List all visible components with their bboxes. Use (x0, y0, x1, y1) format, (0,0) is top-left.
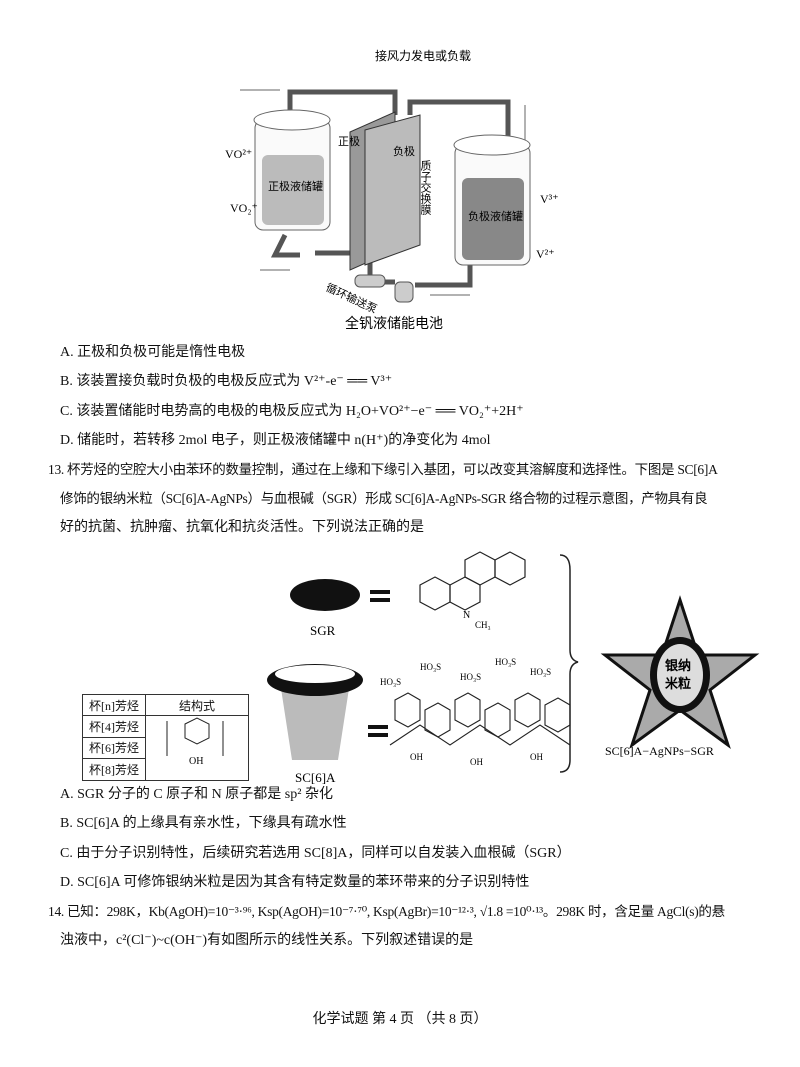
sc6a-label: SC[6]A (295, 770, 336, 785)
nano-label: 米粒 (665, 676, 691, 691)
q12-option-d: D. 储能时，若转移 2mol 电子，则正极液储罐中 n(H⁺)的净变化为 4m… (60, 433, 491, 448)
vanadium-battery-figure: 接风力发电或负载 正极 负极 质子交换膜 正极液储罐 负极液储罐 循环输送泵 V… (225, 48, 559, 332)
nano-label: 银纳 (665, 658, 691, 673)
load-label: 接风力发电或负载 (375, 48, 471, 63)
q14-stem-line: 14. 已知：298K，Kb(AgOH)=10⁻³·⁹⁶, Ksp(AgOH)=… (48, 904, 725, 919)
negative-label: 负极 (393, 144, 415, 158)
figure-caption: 全钒液储能电池 (345, 315, 443, 332)
q12-option-b: B. 该装置接负载时负极的电极反应式为 V²⁺-e⁻ ══ V³⁺ (60, 374, 393, 389)
oh-group: OH (189, 756, 203, 767)
so3h-group: HO₃S (495, 657, 516, 667)
q12-option-a: A. 正极和负极可能是惰性电极 (60, 345, 246, 360)
positive-tank-label: 正极液储罐 (268, 179, 323, 193)
calixarene-table: 杯[n]芳烃结构式 杯[4]芳烃 OH 杯[6]芳烃 杯[8]芳烃 (82, 694, 249, 781)
q13-stem-line: 修饰的银纳米粒（SC[6]A-AgNPs）与血根碱（SGR）形成 SC[6]A-… (60, 491, 708, 506)
q13-option-c: C. 由于分子识别特性，后续研究若选用 SC[8]A，同样可以自发装入血根碱（S… (60, 846, 571, 861)
v3-label: V³⁺ (540, 192, 559, 206)
nanoparticle-star (600, 595, 760, 749)
positive-label: 正极 (338, 134, 360, 148)
oh-group: OH (530, 752, 543, 762)
q13-stem-line: 13. 杯芳烃的空腔大小由苯环的数量控制，通过在上缘和下缘引入基团，可以改变其溶… (48, 462, 718, 477)
q13-stem-line: 好的抗菌、抗肿瘤、抗氧化和抗炎活性。下列说法正确的是 (60, 520, 424, 535)
sc6a-sgr-figure: N CH₃ SGR HO₃S HO₃S HO₃S HO₃S HO₃S OH OH… (267, 551, 760, 785)
page-footer: 化学试题 第 4 页 （共 8 页） (312, 1012, 488, 1027)
negative-tank-label: 负极液储罐 (468, 209, 523, 223)
so3h-group: HO₃S (530, 667, 551, 677)
membrane-label: 质子交换膜 (419, 160, 432, 216)
pump-icon (394, 281, 414, 303)
v2-label: V²⁺ (536, 247, 555, 261)
ch3-group: CH₃ (475, 620, 491, 630)
so3h-group: HO₃S (460, 672, 481, 682)
table-header: 杯[n]芳烃 (82, 694, 146, 716)
oh-group: OH (410, 752, 423, 762)
q13-option-d: D. SC[6]A 可修饰银纳米粒是因为其含有特定数量的苯环带来的分子识别特性 (60, 875, 530, 890)
q12-option-c: C. 该装置储能时电势高的电极的电极反应式为 H₂O+VO²⁺−e⁻ ══ VO… (60, 404, 524, 419)
vo2plus-label: VO₂⁺ (230, 201, 258, 215)
n-atom: N (463, 610, 470, 621)
sgr-label: SGR (310, 623, 336, 638)
brace (559, 554, 579, 773)
sc6a-cone (280, 682, 350, 760)
oh-group: OH (470, 757, 483, 767)
sgr-structure (419, 551, 526, 611)
so3h-group: HO₃S (380, 677, 401, 687)
q13-option-b: B. SC[6]A 的上缘具有亲水性，下缘具有疏水性 (60, 816, 347, 831)
table-row: 杯[6]芳烃 (82, 736, 146, 760)
calixarene-structure: OH (145, 715, 249, 781)
table-header: 结构式 (145, 694, 249, 716)
pump-icon (354, 274, 386, 288)
table-row: 杯[8]芳烃 (82, 758, 146, 781)
vo2-label: VO²⁺ (225, 147, 252, 161)
product-label: SC[6]A−AgNPs−SGR (605, 744, 714, 758)
q13-option-a: A. SGR 分子的 C 原子和 N 原子都是 sp² 杂化 (60, 787, 333, 802)
table-row: 杯[4]芳烃 (82, 715, 146, 738)
so3h-group: HO₃S (420, 662, 441, 672)
q14-stem-line: 浊液中，c²(Cl⁻)~c(OH⁻)有如图所示的线性关系。下列叙述错误的是 (60, 933, 474, 948)
sgr-ellipse (290, 579, 360, 611)
sc6a-structure (389, 692, 571, 746)
